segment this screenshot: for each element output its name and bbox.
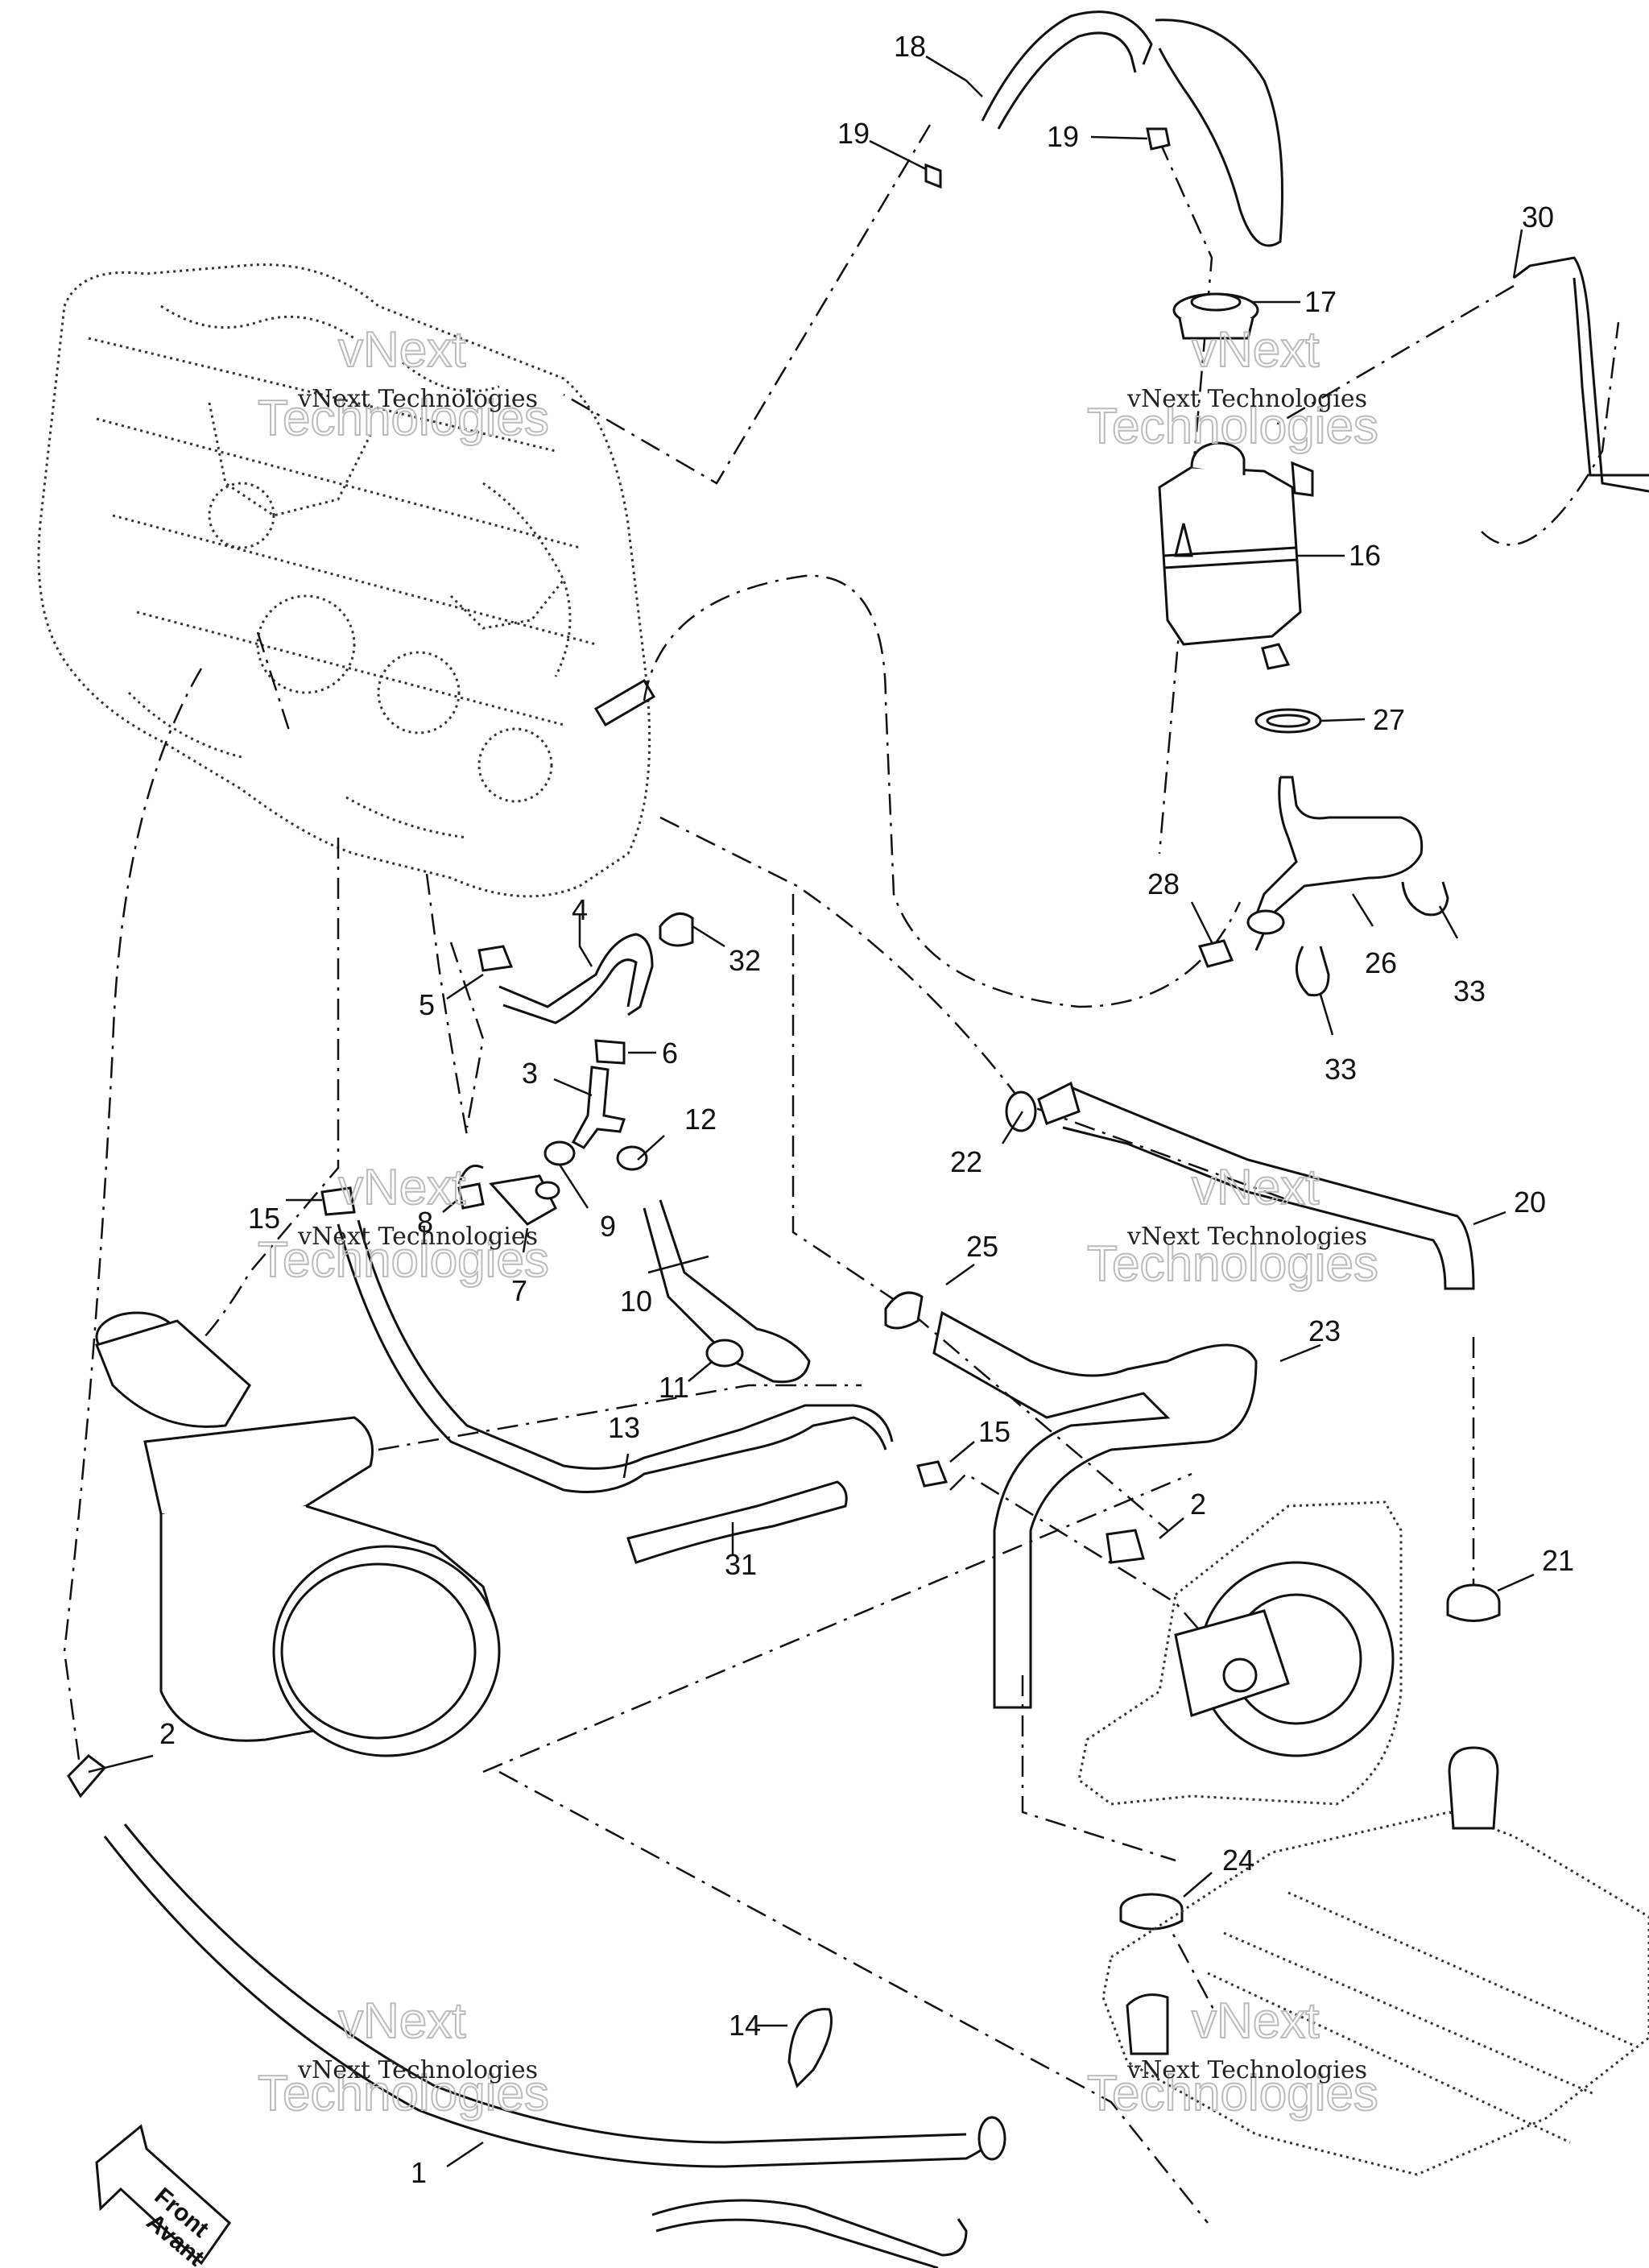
engine-block <box>37 263 656 898</box>
callout-23: 23 <box>1308 1314 1341 1347</box>
callout-33-right: 33 <box>1453 975 1486 1008</box>
cap-32 <box>659 912 694 947</box>
watermark-big-2b: Technologies <box>1087 399 1378 454</box>
tee-fitting-3 <box>571 1066 626 1149</box>
callout-9: 9 <box>600 1210 616 1243</box>
hose-30 <box>1513 256 1649 493</box>
callout-15-right: 15 <box>978 1415 1010 1448</box>
callout-16: 16 <box>1349 539 1381 572</box>
hose-23 <box>932 1310 1258 1709</box>
callout-labels: 18 19 19 30 17 16 27 28 26 33 33 4 32 5 … <box>159 30 1574 2189</box>
watermark-big-1b: Technologies <box>258 391 549 446</box>
callout-30: 30 <box>1522 201 1554 234</box>
watermark-big-2a: vNext <box>1192 322 1319 378</box>
callout-21: 21 <box>1542 1544 1574 1577</box>
callout-28: 28 <box>1147 867 1180 900</box>
y-hose-26 <box>1246 776 1424 951</box>
leader-lines <box>88 55 1535 2168</box>
watermark-big-1a: vNext <box>338 322 465 378</box>
watermarks: vNext Technologies vNext Technologies vN… <box>257 321 1379 2122</box>
clamp-15-left <box>320 1186 356 1216</box>
watermark-4: vNext Technologies <box>1126 1223 1367 1251</box>
coolant-reservoir-16 <box>1158 441 1314 670</box>
hose-10 <box>643 1199 811 1384</box>
watermark-big-4b: Technologies <box>1087 1236 1378 1292</box>
clamp-21 <box>1446 1583 1501 1622</box>
callout-27: 27 <box>1373 703 1405 736</box>
callout-11: 11 <box>659 1371 688 1404</box>
callout-19-right: 19 <box>1047 120 1079 153</box>
callout-17: 17 <box>1304 285 1337 318</box>
watermark-3: vNext Technologies <box>297 1223 538 1251</box>
callout-26: 26 <box>1365 946 1397 979</box>
clamp-33-left <box>1295 946 1330 997</box>
watermark-1: vNext Technologies <box>297 385 538 413</box>
callout-25: 25 <box>966 1230 998 1263</box>
callout-4: 4 <box>572 893 588 926</box>
clamp-19-left <box>924 163 942 189</box>
callout-7: 7 <box>511 1274 527 1307</box>
hose-31 <box>626 1480 848 1564</box>
callout-2-pump: 2 <box>1190 1488 1206 1521</box>
clamp-5 <box>477 945 514 972</box>
clamp-27 <box>1254 708 1322 734</box>
clamp-15-right <box>916 1460 948 1488</box>
clamp-8 <box>457 1182 485 1210</box>
heat-exchanger-plate <box>1101 1746 1649 2176</box>
watermark-big-3b: Technologies <box>258 1232 549 1288</box>
callout-13: 13 <box>608 1411 640 1444</box>
watermark-5: vNext Technologies <box>297 2056 538 2084</box>
hose-4 <box>498 933 654 1024</box>
callout-12: 12 <box>684 1103 717 1136</box>
clamp-9 <box>543 1140 576 1166</box>
vent-hose-18 <box>981 10 1283 247</box>
watermark-6: vNext Technologies <box>1126 2056 1367 2084</box>
clamp-33-right <box>1401 881 1449 917</box>
watermark-big-4a: vNext <box>1192 1160 1319 1215</box>
clamp-12 <box>616 1145 648 1171</box>
clamp-22 <box>1005 1091 1037 1132</box>
callout-18: 18 <box>894 30 926 63</box>
watermark-big-5a: vNext <box>338 1993 465 2049</box>
watermark-big-6b: Technologies <box>1087 2066 1378 2121</box>
hose-20 <box>1062 1086 1475 1290</box>
callout-24: 24 <box>1222 1844 1254 1877</box>
callout-2-hull: 2 <box>159 1717 176 1750</box>
clamp-14 <box>787 2008 833 2088</box>
clamp-11 <box>705 1339 744 1368</box>
callout-22: 22 <box>950 1145 982 1178</box>
callout-1: 1 <box>411 2156 427 2189</box>
callout-5: 5 <box>419 988 435 1021</box>
watermark-big-6a: vNext <box>1192 1993 1319 2049</box>
front-direction-arrow: Front Avant <box>95 2124 231 2268</box>
callout-20: 20 <box>1514 1186 1546 1219</box>
clamp-25 <box>884 1291 924 1330</box>
callout-14: 14 <box>729 2009 761 2042</box>
callout-6: 6 <box>662 1037 678 1070</box>
watermark-big-5b: Technologies <box>258 2066 549 2121</box>
clamp-6 <box>594 1039 626 1065</box>
callout-19-left: 19 <box>837 117 870 150</box>
callout-3: 3 <box>522 1057 538 1090</box>
fitting-2-hull <box>67 1754 107 1798</box>
clamp-19-right <box>1146 127 1171 151</box>
callout-31: 31 <box>725 1548 757 1581</box>
reservoir-cap-17 <box>1172 292 1259 340</box>
water-pump-housing <box>1077 1500 1403 1806</box>
hose-7 <box>489 1174 557 1226</box>
watermark-2: vNext Technologies <box>1126 385 1367 413</box>
clamp-24 <box>1119 1893 1184 1931</box>
hose-13 <box>337 1219 894 1493</box>
callout-32: 32 <box>729 944 761 977</box>
callout-33-left: 33 <box>1325 1053 1357 1086</box>
watermark-big-3a: vNext <box>338 1160 465 1215</box>
hose-1 <box>103 1823 1004 2168</box>
callout-8: 8 <box>417 1206 433 1239</box>
clamp-28 <box>1197 939 1234 968</box>
air-box-assembly <box>94 1311 501 1757</box>
callout-15-left: 15 <box>248 1202 280 1235</box>
callout-10: 10 <box>620 1285 652 1318</box>
clamp-2-pump <box>1106 1529 1145 1564</box>
